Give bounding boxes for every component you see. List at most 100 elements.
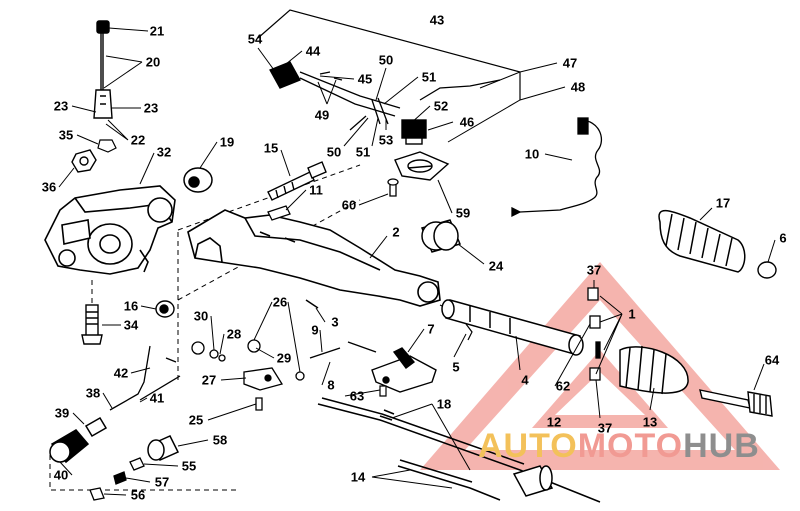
callout-c49: 49	[314, 107, 330, 123]
callout-c64: 64	[764, 352, 780, 368]
callout-c8: 8	[327, 377, 335, 393]
control-cables	[317, 397, 601, 503]
callout-c34: 34	[123, 317, 139, 333]
callout-c17: 17	[715, 195, 731, 211]
callout-c54: 54	[247, 31, 263, 47]
callout-c59: 59	[455, 205, 471, 221]
steering-bracket	[44, 185, 176, 275]
callout-c41: 41	[149, 390, 165, 406]
callout-c40: 40	[53, 467, 69, 483]
callout-c57: 57	[154, 474, 170, 490]
callout-c13: 13	[642, 414, 658, 430]
watermark-moto: MOTO	[577, 427, 684, 465]
bushing-24	[420, 219, 462, 253]
cable-barrel	[512, 465, 554, 497]
bolt-34	[81, 304, 103, 345]
callout-c52: 52	[433, 98, 449, 114]
callout-c27: 27	[201, 372, 217, 388]
callout-c24: 24	[488, 258, 504, 274]
plate-59	[394, 151, 450, 181]
bolt-15	[267, 161, 327, 201]
linkage-parts	[191, 339, 305, 411]
callout-c51a: 51	[421, 69, 437, 85]
callout-c23a: 23	[53, 98, 69, 114]
wiring-harness	[269, 61, 501, 131]
callout-c29: 29	[276, 350, 292, 366]
callout-c26: 26	[272, 294, 288, 310]
callout-c23b: 23	[143, 100, 159, 116]
callout-c6: 6	[779, 230, 787, 246]
nut-36	[71, 149, 97, 173]
callout-c20: 20	[145, 54, 161, 70]
callout-c42: 42	[113, 365, 129, 381]
callout-c11: 11	[309, 182, 323, 198]
callout-c16: 16	[123, 298, 139, 314]
callout-c30: 30	[193, 308, 209, 324]
callout-c55: 55	[181, 458, 197, 474]
washer-19	[183, 167, 213, 193]
cap-6	[757, 261, 777, 279]
bushing-58	[147, 435, 180, 461]
callout-c60: 60	[341, 197, 357, 213]
shaft-64	[699, 389, 773, 417]
grip-17	[658, 209, 746, 273]
callout-c51b: 51	[355, 144, 371, 160]
callout-c37a: 37	[586, 262, 602, 278]
callout-c18: 18	[436, 396, 452, 412]
callout-c15: 15	[263, 140, 279, 156]
callout-c45: 45	[357, 71, 373, 87]
callout-c4: 4	[521, 372, 529, 388]
switch-46	[401, 119, 427, 145]
callout-c43: 43	[429, 12, 445, 28]
callout-c1: 1	[628, 306, 636, 322]
callout-c37b: 37	[597, 420, 613, 436]
callout-c63: 63	[349, 388, 365, 404]
callout-c62: 62	[555, 378, 571, 394]
steering-arm	[187, 209, 441, 307]
small-parts-55-57	[89, 457, 145, 501]
callout-c39: 39	[54, 405, 70, 421]
callout-c58: 58	[212, 432, 228, 448]
nut-16	[155, 300, 175, 318]
callout-c12: 12	[546, 414, 562, 430]
callout-c50a: 50	[378, 52, 394, 68]
nut-35	[97, 139, 117, 153]
spring-5	[465, 323, 473, 341]
callout-c32: 32	[156, 144, 172, 160]
callout-c35: 35	[58, 127, 74, 143]
callout-c38: 38	[85, 385, 101, 401]
watermark-wordmark: AUTOMOTOHUB	[478, 429, 760, 463]
leader-lines	[58, 27, 776, 496]
plate-11	[267, 205, 291, 221]
callout-c44: 44	[305, 43, 321, 59]
callout-c14: 14	[350, 469, 366, 485]
callout-c53: 53	[378, 132, 394, 148]
callout-c47: 47	[562, 55, 578, 71]
lanyard-10	[511, 117, 603, 218]
callout-c10: 10	[524, 146, 540, 162]
watermark-auto: AUTO	[478, 427, 578, 465]
callout-c21: 21	[149, 23, 165, 39]
bracket-7	[309, 341, 437, 393]
callout-c2: 2	[392, 224, 400, 240]
callout-c50b: 50	[326, 144, 342, 160]
callout-c48: 48	[570, 79, 586, 95]
small-fittings	[587, 287, 601, 381]
screw-60	[387, 178, 399, 197]
callout-c56: 56	[130, 487, 146, 503]
callout-c9: 9	[311, 322, 319, 338]
throttle-tube-4	[441, 299, 584, 356]
screw-63	[379, 385, 387, 397]
bracket-43	[257, 9, 521, 100]
callout-c22: 22	[130, 132, 146, 148]
callout-c7: 7	[427, 321, 435, 337]
callout-c25: 25	[188, 412, 204, 428]
pin-3	[305, 299, 319, 309]
callout-c3: 3	[331, 314, 339, 330]
callout-c5: 5	[452, 359, 460, 375]
wiring-lower-left	[109, 345, 181, 411]
switch-39	[49, 416, 108, 464]
callout-c46: 46	[459, 114, 475, 130]
